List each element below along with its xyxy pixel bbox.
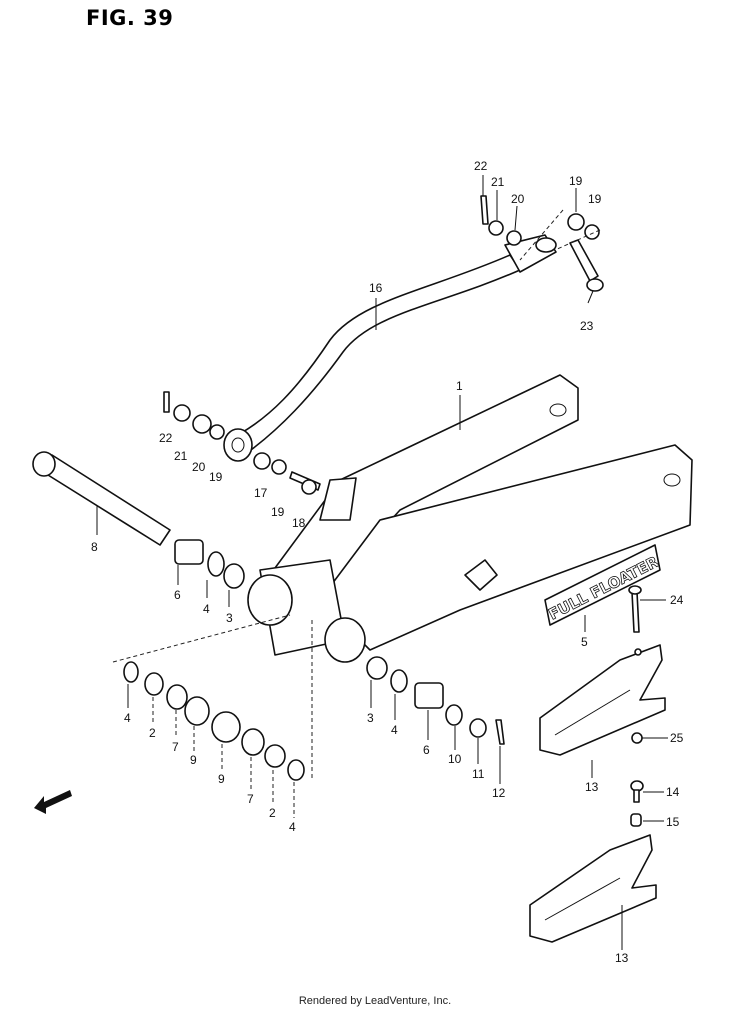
pivot-bolt bbox=[32, 451, 171, 546]
chain-guard-upper bbox=[539, 644, 666, 756]
callout-label: 10 bbox=[448, 752, 462, 766]
callout-label: 22 bbox=[474, 159, 488, 173]
callout-label: 6 bbox=[423, 743, 430, 757]
callout-label: 12 bbox=[492, 786, 506, 800]
callout-label: 8 bbox=[91, 540, 98, 554]
callout-label: 21 bbox=[174, 449, 188, 463]
callout-label: 2 bbox=[269, 806, 276, 820]
callout-label: 13 bbox=[585, 780, 599, 794]
callout-label: 23 bbox=[580, 319, 594, 333]
callout-label: 7 bbox=[172, 740, 179, 754]
callout-label: 25 bbox=[670, 731, 684, 745]
callout-label: 1 bbox=[456, 379, 463, 393]
collar-15 bbox=[630, 813, 642, 827]
axis-line bbox=[112, 614, 291, 663]
callout-label: 20 bbox=[511, 192, 525, 206]
callouts: 22 21 20 19 19 23 16 1 22 21 20 19 17 19… bbox=[91, 159, 684, 965]
left-bushings bbox=[174, 539, 245, 589]
screw-25 bbox=[631, 732, 643, 744]
callout-label: 19 bbox=[569, 174, 583, 188]
callout-label: 19 bbox=[271, 505, 285, 519]
chain-guard-lower bbox=[529, 834, 657, 943]
callout-label: 3 bbox=[226, 611, 233, 625]
callout-label: 3 bbox=[367, 711, 374, 725]
callout-label: 18 bbox=[292, 516, 306, 530]
callout-label: 11 bbox=[472, 767, 485, 781]
callout-label: 4 bbox=[124, 711, 131, 725]
bolt-24 bbox=[628, 585, 642, 633]
figure-title: FIG. 39 bbox=[86, 6, 174, 30]
leader-lines bbox=[96, 175, 668, 950]
callout-label: 4 bbox=[289, 820, 296, 834]
front-direction-arrow-icon bbox=[34, 790, 72, 814]
callout-label: 22 bbox=[159, 431, 173, 445]
callout-label: 4 bbox=[203, 602, 210, 616]
swingarm bbox=[247, 374, 693, 663]
lower-right-hardware bbox=[366, 656, 505, 745]
upper-right-hardware bbox=[480, 195, 604, 292]
render-credit: Rendered by LeadVenture, Inc. bbox=[298, 995, 452, 1007]
callout-label: 16 bbox=[369, 281, 383, 295]
callout-label: 6 bbox=[174, 588, 181, 602]
callout-label: 19 bbox=[209, 470, 223, 484]
callout-label: 2 bbox=[149, 726, 156, 740]
callout-label: 15 bbox=[666, 815, 680, 829]
screw-14 bbox=[630, 780, 644, 803]
callout-label: 5 bbox=[581, 635, 588, 649]
callout-label: 17 bbox=[254, 486, 268, 500]
callout-label: 7 bbox=[247, 792, 254, 806]
callout-label: 24 bbox=[670, 593, 684, 607]
callout-label: 21 bbox=[491, 175, 505, 189]
callout-label: 14 bbox=[666, 785, 680, 799]
callout-label: 9 bbox=[218, 772, 225, 786]
callout-label: 20 bbox=[192, 460, 206, 474]
callout-label: 4 bbox=[391, 723, 398, 737]
callout-label: 13 bbox=[615, 951, 629, 965]
callout-label: 9 bbox=[190, 753, 197, 767]
upper-left-hardware bbox=[163, 391, 321, 495]
lower-left-spacer-stack bbox=[123, 661, 305, 781]
callout-label: 19 bbox=[588, 192, 602, 206]
